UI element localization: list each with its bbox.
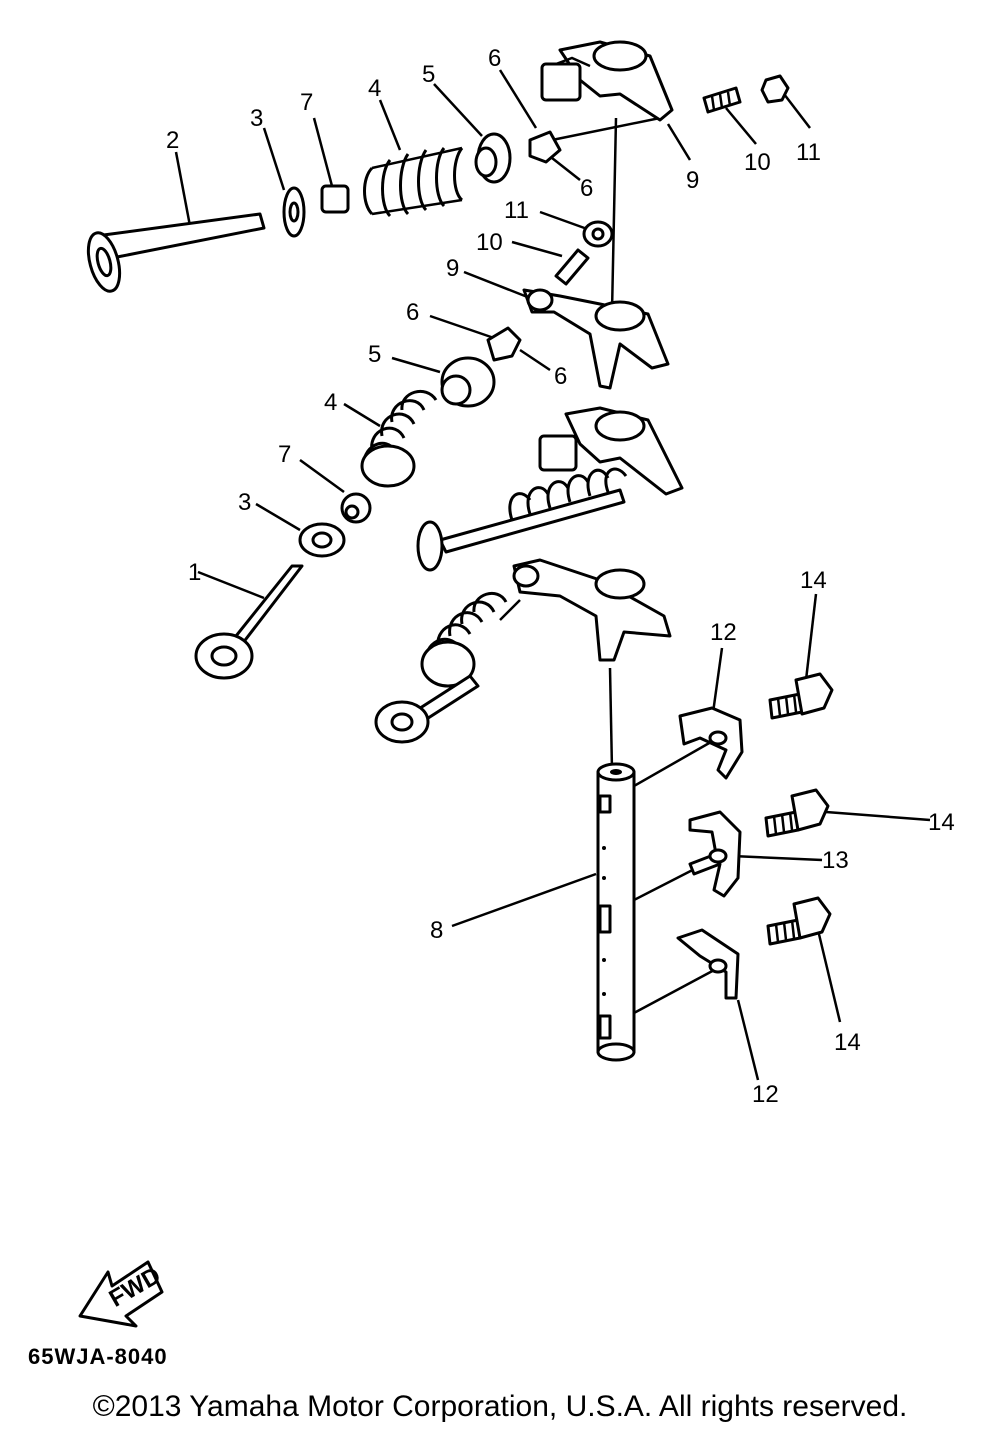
callout-2: 2 (166, 127, 179, 154)
callout-10-upper: 10 (744, 149, 771, 176)
valve-cotter-6-upper (528, 130, 562, 164)
lock-nut-11-top (760, 74, 790, 104)
adjust-screw-10-mid (554, 248, 590, 286)
callout-5-upper: 5 (422, 61, 435, 88)
valve-exhaust-2 (86, 212, 266, 293)
valve-seat-3-upper (282, 186, 306, 238)
valve-spring-assembled-lower (374, 591, 508, 744)
valve-stem-seal-7-upper (320, 184, 350, 214)
callout-3-upper: 3 (250, 105, 263, 132)
valve-spring-assembled-upper (416, 467, 628, 572)
valve-stem-seal-7-mid (340, 492, 372, 524)
bolt-14-mid (764, 788, 830, 838)
callout-9-upper: 9 (686, 167, 699, 194)
bolt-14-top (768, 672, 834, 720)
callout-4-lower: 4 (324, 389, 337, 416)
rocker-arm-assembled-upper (538, 406, 684, 496)
lock-nut-11-mid (582, 220, 614, 248)
assembly-guide-lines (499, 116, 719, 1016)
callout-8: 8 (430, 917, 443, 944)
callout-6-b: 6 (580, 175, 593, 202)
diagram-code: 65WJA-8040 (28, 1344, 168, 1369)
shaft-bracket-13 (688, 810, 742, 898)
valve-cotter-6-mid (486, 326, 522, 362)
fwd-direction-arrow: FWD (78, 1260, 165, 1328)
callout-9-lower: 9 (446, 255, 459, 282)
valve-intake-1 (194, 564, 304, 680)
rocker-arm-mid (522, 288, 670, 390)
spring-retainer-5-upper (474, 132, 512, 184)
callout-4-upper: 4 (368, 75, 381, 102)
callout-numbers: 1 2 3 3 4 4 5 5 6 6 6 6 7 7 8 9 9 10 10 … (166, 45, 955, 1108)
rocker-arm-top (540, 40, 674, 122)
callout-12-lower: 12 (752, 1081, 779, 1108)
rocker-arm-assembled-lower (512, 558, 672, 662)
adjust-screw-10-top (702, 86, 742, 114)
copyright-notice: ©2013 Yamaha Motor Corporation, U.S.A. A… (92, 1390, 908, 1423)
valve-seat-3-mid (298, 522, 346, 558)
callout-7-lower: 7 (278, 441, 291, 468)
bolt-14-bottom (766, 896, 832, 946)
callout-6-c: 6 (406, 299, 419, 326)
callout-10-lower: 10 (476, 229, 503, 256)
spring-retainer-5-mid (440, 356, 496, 408)
valve-spring-4-mid (360, 389, 438, 488)
callout-7-upper: 7 (300, 89, 313, 116)
leader-lines (174, 69, 931, 1081)
callout-14-bottom: 14 (834, 1029, 861, 1056)
callout-6-d: 6 (554, 363, 567, 390)
shaft-bracket-12-lower (676, 928, 740, 1000)
callout-12-upper: 12 (710, 619, 737, 646)
shaft-bracket-12-upper (678, 706, 744, 780)
callout-11-upper: 11 (796, 139, 821, 166)
callout-11-lower: 11 (504, 197, 529, 224)
callout-14-mid: 14 (928, 809, 955, 836)
callout-5-lower: 5 (368, 341, 381, 368)
callout-3-lower: 3 (238, 489, 251, 516)
callout-14-top: 14 (800, 567, 827, 594)
valve-spring-4-upper (363, 146, 464, 218)
callout-13: 13 (822, 847, 849, 874)
callout-6-a: 6 (488, 45, 501, 72)
callout-1: 1 (188, 559, 201, 586)
rocker-shaft-8 (596, 762, 636, 1062)
